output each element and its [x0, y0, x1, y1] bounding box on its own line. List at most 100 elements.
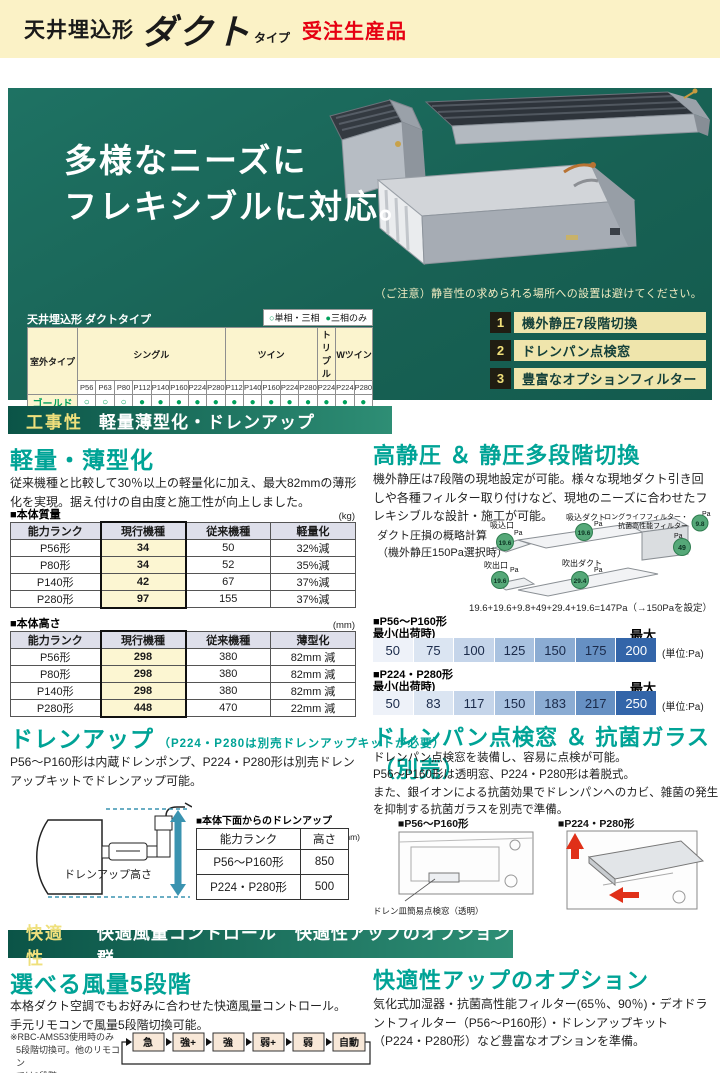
- range2-unit: (単位:Pa): [662, 702, 704, 713]
- cell: P140形: [10, 682, 101, 700]
- feature-number: 3: [490, 368, 511, 389]
- cell: 82mm 減: [270, 682, 356, 700]
- comfort-section-bar: 快適性 快適風量コントロール 快適性アップのオプション群: [8, 924, 513, 968]
- model: P280: [298, 380, 318, 395]
- fan-step-box: [252, 1032, 285, 1052]
- fan-heading: 選べる風量5段階: [10, 971, 192, 997]
- height-table-caption: ■本体高さ: [10, 618, 61, 630]
- pa-step: 125: [494, 638, 536, 662]
- legend-open: ○単相・三相: [269, 311, 319, 324]
- legend-filled: ●三相のみ: [326, 311, 367, 324]
- model: P140: [242, 380, 263, 395]
- fan-step: 弱: [303, 1037, 313, 1049]
- model: P160: [261, 380, 281, 395]
- min-label: 最小(出荷時): [373, 628, 436, 640]
- table-row: P224・P280形 500: [196, 874, 349, 900]
- model: P224: [187, 380, 208, 395]
- filter-label-line2: 抗菌高性能フィルター: [618, 521, 688, 530]
- pa-step: 75: [413, 638, 455, 662]
- cell: 82mm 減: [270, 665, 356, 683]
- duct-calc-label-line2: （機外静圧150Pa選択時）: [377, 546, 508, 559]
- duct-calc-label-line1: ダクト圧損の概略計算: [377, 530, 487, 542]
- fan-speed-flow-diagram: 急 強+ 強 弱+ 弱 自動: [121, 1032, 371, 1065]
- cell: 37%減: [270, 590, 356, 608]
- phase-legend: ○単相・三相 ●三相のみ: [263, 309, 373, 326]
- highpressure-heading: 高静圧 ＆ 静圧多段階切換: [373, 443, 641, 468]
- cell: P280形: [10, 699, 101, 717]
- fan-step: 強: [223, 1036, 233, 1049]
- cell: 500: [300, 874, 349, 900]
- hero-section: 多様なニーズに フレキシブルに対応。 （ご注意）静音性の求められる場所への設置は…: [8, 88, 712, 444]
- range1-strip: 50 75 100 125 150 175 200: [373, 638, 657, 662]
- fan-note-line: ※RBC-AMS53使用時のみ: [10, 1032, 115, 1042]
- filled-circle-icon: ●: [325, 313, 331, 323]
- product-photo-main-unit: [376, 162, 637, 266]
- pressure-badge: [496, 533, 514, 551]
- cell: P80形: [10, 665, 101, 683]
- fig-left-label: ■P56～P160形: [398, 818, 469, 830]
- product-photo-top-unit: [424, 88, 710, 145]
- cell: P56形: [10, 539, 101, 557]
- pa-step: 217: [575, 691, 617, 715]
- inspection-line: を抑制する抗菌ガラスを別売で準備。: [373, 803, 569, 816]
- cell: 850: [300, 849, 349, 875]
- legend-filled-label: 三相のみ: [330, 313, 367, 323]
- range2-strip: 50 83 117 150 183 217 250: [373, 691, 657, 715]
- options-heading: 快適性アップのオプション: [373, 968, 650, 993]
- model: P112: [132, 380, 152, 395]
- pressure-formula: 19.6+19.6+9.8+49+29.4+19.6=147Pa（→150Paを…: [469, 603, 712, 614]
- drainup-body: P56～P160形は内蔵ドレンポンプ、P224・P280形は別売ドレンアップキッ…: [10, 755, 355, 788]
- weight-table-caption-row: ■本体質量 (kg): [10, 506, 355, 522]
- cell-current: 97: [99, 590, 187, 609]
- drainup-heading-note: （P224・P280は別売ドレンアップキットが必要）: [158, 738, 446, 750]
- drain-table-unit: (mm): [340, 832, 360, 842]
- pa-step: 183: [535, 691, 576, 715]
- group-triple: トリプル: [316, 327, 337, 381]
- pa-unit: Pa: [514, 530, 523, 537]
- pressure-badge: [491, 571, 509, 589]
- feature-label: ドレンパン点検窓: [514, 340, 706, 361]
- pressure-value: 9.8: [695, 521, 704, 528]
- cell: 470: [185, 699, 271, 717]
- min-label: 最小(出荷時): [373, 681, 436, 693]
- drainup-diagram: ドレンアップ高さ: [36, 802, 192, 898]
- leader-line: [404, 878, 436, 902]
- section-tag: 快適性: [26, 924, 64, 968]
- inspection-window-shape: [428, 872, 460, 883]
- inspection-line: P56～P160形は透明窓、P224・P280形は着脱式。: [373, 769, 636, 782]
- pressure-badge: [575, 523, 593, 541]
- pressure-value: 19.6: [578, 530, 591, 537]
- model: P280: [353, 380, 374, 395]
- inspection-fig-left: [398, 831, 534, 902]
- fan-body-line1: 本格ダクト空調でもお好みに合わせた快適風量コントロール。: [10, 999, 347, 1013]
- drainup-arrow-label: ドレンアップ高さ: [64, 867, 152, 881]
- section-title: 快適風量コントロール 快適性アップのオプション群: [96, 924, 511, 968]
- pressure-value: 49: [678, 545, 686, 552]
- col-header: 能力ランク: [10, 630, 101, 649]
- table-header-row: 能力ランク 現行機種 従来機種 軽量化: [10, 521, 356, 540]
- cell: 22mm 減: [270, 699, 356, 717]
- duct-calc-label: ダクト圧損の概略計算 （機外静圧150Pa選択時）: [377, 528, 508, 561]
- col-header: 薄型化: [270, 630, 356, 649]
- model: P56: [76, 380, 97, 395]
- product-type-suffix: タイプ: [254, 31, 291, 45]
- feature-item: 1 機外静圧7段階切換: [490, 312, 706, 333]
- duct-pressure-diagram: 吸込口 Pa 19.6 吸込ダクト Pa 19.6 ロングライフフィルター・ 抗…: [484, 511, 711, 597]
- model: P80: [113, 380, 134, 395]
- model: P224: [335, 380, 355, 395]
- table-header-row: 能力ランク 現行機種 従来機種 薄型化: [10, 630, 356, 649]
- cell-current: 298: [99, 648, 187, 666]
- fan-step-box: [212, 1032, 245, 1052]
- fan-step: 弱+: [260, 1037, 276, 1049]
- cell: 37%減: [270, 573, 356, 591]
- drain-height-table: 能力ランク 高さ P56～P160形 850 P224・P280形 500: [196, 828, 349, 900]
- group-wtwin: Wツイン: [335, 327, 373, 381]
- product-name: ダクト: [141, 12, 253, 52]
- height-table-unit: (mm): [332, 620, 355, 631]
